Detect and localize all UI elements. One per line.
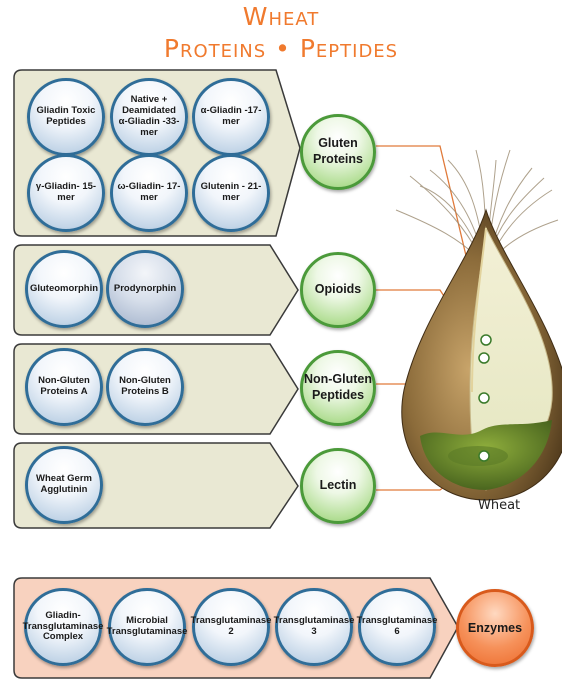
item-gliadin-transglutaminase-complex: Gliadin- Transglutaminase Complex [23,588,103,666]
nongluten-label-line2: Peptides [311,388,365,402]
group-lectin: Lectin [300,448,376,524]
diagram-subtitle: Proteins • Peptides [163,34,399,63]
item-wheat-germ-agglutinin: Wheat Germ Agglutinin [25,446,103,524]
item-microbial-transglutaminase: Microbial Transglutaminase [107,588,187,666]
kernel-markers [478,334,492,462]
item-non-gluten-proteins-b: Non-Gluten Proteins B [106,348,184,426]
diagram-title: Wheat [242,2,320,31]
item-gamma-15-mer: γ-Gliadin- 15-mer [27,154,105,232]
nongluten-label-line1: Non-Gluten [303,372,373,387]
item-prodynorphin: Prodynorphin [106,250,184,328]
item-non-gluten-proteins-a: Non-Gluten Proteins A [25,348,103,426]
item-transglutaminase-6: Transglutaminase 6 [357,588,437,666]
item-transglutaminase-3: Transglutaminase 3 [274,588,354,666]
item-omega-17-mer: ω-Gliadin- 17-mer [110,154,188,232]
item-33-mer: Native + Deamidated α-Gliadin -33-mer [110,78,188,156]
gluten-label-line2: Proteins [312,152,363,166]
item-gliadin-toxic-peptides: Gliadin Toxic Peptides [27,78,105,156]
item-gluteomorphin: Gluteomorphin [25,250,103,328]
group-opioids: Opioids [300,252,376,328]
wheat-label: Wheat [478,498,521,513]
group-enzymes: Enzymes [456,589,534,667]
gluten-label-line1: Gluten [318,136,358,151]
item-alpha-17-mer: α-Gliadin -17-mer [192,78,270,156]
item-transglutaminase-2: Transglutaminase 2 [191,588,271,666]
item-glutenin-21-mer: Glutenin - 21-mer [192,154,270,232]
